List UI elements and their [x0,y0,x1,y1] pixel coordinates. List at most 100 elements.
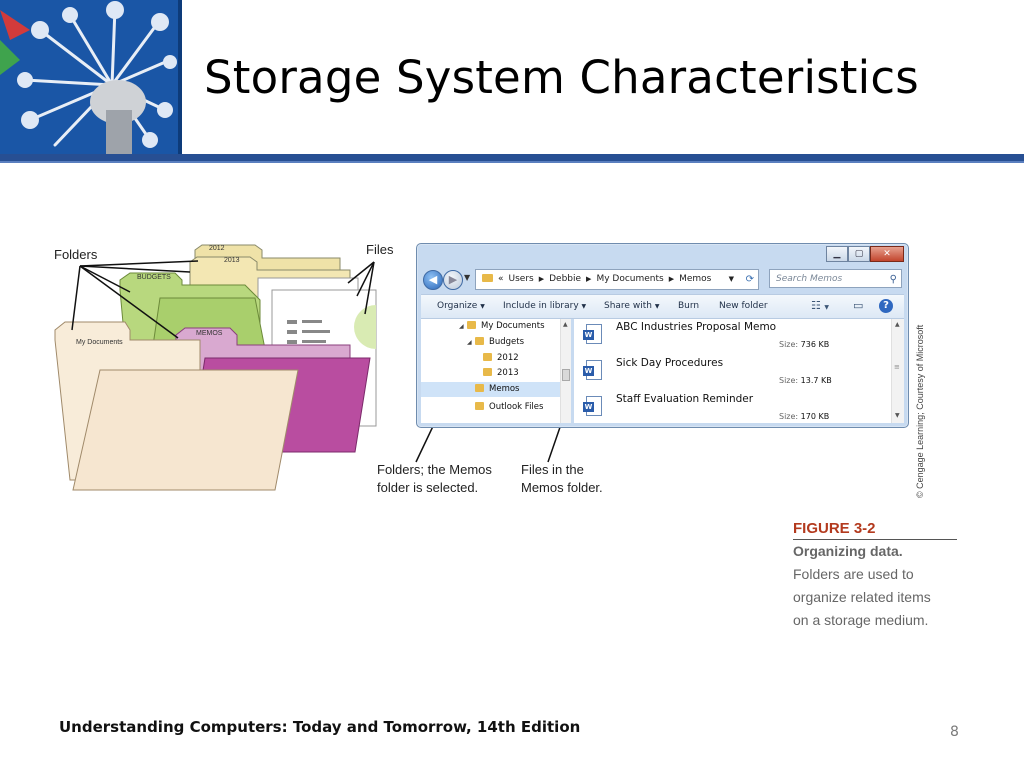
word-document-icon: W [583,360,602,380]
organize-button[interactable]: Organize ▼ [437,295,485,318]
view-options-icon[interactable]: ☷ ▼ [811,299,829,312]
help-icon[interactable]: ? [879,299,893,313]
callout-line: Files in the [521,462,584,477]
dropdown-arrow-icon: ▼ [581,303,587,310]
include-in-library-button[interactable]: Include in library ▼ [503,295,586,318]
file-row[interactable]: W ABC Industries Proposal Memo Size: 736… [574,321,884,355]
chevron-right-icon[interactable]: ▶ [586,275,592,283]
folders-callout: Folders; the Memos folder is selected. [377,461,492,497]
folder-icon [483,353,492,361]
address-dropdown-icon[interactable]: ▼ [728,275,734,283]
figure-number: FIGURE 3-2 [793,520,876,537]
file-name: Sick Day Procedures [616,357,724,369]
forward-arrow-icon[interactable]: ▶ [443,270,463,290]
tree-label: My Documents [481,321,545,331]
share-with-button[interactable]: Share with ▼ [604,295,659,318]
tree-item-memos[interactable]: Memos [475,382,519,396]
file-list: W ABC Industries Proposal Memo Size: 736… [574,319,904,423]
image-credit: © Cengage Learning; Courtesy of Microsof… [915,324,925,498]
breadcrumb-debbie[interactable]: Debbie [549,274,582,284]
scrollbar-thumb[interactable] [562,369,570,381]
breadcrumb-users[interactable]: Users [508,274,534,284]
file-row[interactable]: W Sick Day Procedures Size: 13.7 KB [574,357,884,391]
breadcrumb-my-documents[interactable]: My Documents [596,274,664,284]
share-label: Share with [604,301,652,311]
address-bar[interactable]: « Users ▶ Debbie ▶ My Documents ▶ Memos ▼ ⟳ [475,269,759,290]
folders-label: Folders [54,247,98,262]
tree-selection-highlight [421,382,562,397]
files-label: Files [366,242,394,257]
preview-pane-icon[interactable]: ▭ [853,299,864,312]
callout-line: Memos folder. [521,480,603,495]
tree-label: Outlook Files [489,402,544,412]
back-arrow-icon[interactable]: ◀ [423,270,443,290]
dropdown-arrow-icon: ▼ [480,303,485,310]
size-label: Size: [779,340,799,349]
tree-item-my-documents[interactable]: ◢ My Documents [459,319,545,334]
explorer-window: ▁ ▢ ✕ ◀ ▶ ▼ « Users ▶ Debbie ▶ My Documents ▶ M… [416,243,909,428]
tree-label: Budgets [489,337,525,347]
maximize-button[interactable]: ▢ [848,246,870,262]
window-caption-buttons: ▁ ▢ ✕ [826,246,904,262]
file-row[interactable]: W Staff Evaluation Reminder Size: 170 KB [574,393,884,427]
size-value: 170 KB [800,412,830,421]
files-callout: Files in the Memos folder. [521,461,603,497]
folder-tab-budgets: BUDGETS [137,274,171,281]
breadcrumb-memos[interactable]: Memos [679,274,712,284]
slide-title: Storage System Characteristics [204,51,919,104]
refresh-icon[interactable]: ⟳ [745,274,754,285]
page-number: 8 [950,724,959,740]
expand-triangle-icon[interactable]: ◢ [459,323,464,330]
chevron-right-icon[interactable]: ▶ [668,275,675,283]
dropdown-arrow-icon: ▼ [654,303,660,310]
recent-pages-dropdown-icon[interactable]: ▼ [464,273,471,282]
chevron-right-icon[interactable]: ▶ [538,275,545,283]
folder-tab-2012: 2012 [209,245,225,252]
figure-heading: Organizing data. [793,543,903,559]
title-divider-accent [0,161,1024,163]
file-size: Size: 170 KB [779,412,829,421]
minimize-button[interactable]: ▁ [826,246,848,262]
size-value: 13.7 KB [800,376,832,385]
size-label: Size: [779,412,799,421]
scroll-up-icon[interactable]: ▲ [895,321,900,328]
navigation-scrollbar[interactable]: ▲ [560,319,571,423]
new-folder-button[interactable]: New folder [719,301,768,311]
folder-icon [475,402,484,410]
scroll-up-icon[interactable]: ▲ [563,321,568,328]
file-size: Size: 13.7 KB [779,376,832,385]
file-name: ABC Industries Proposal Memo [616,321,777,333]
size-label: Size: [779,376,799,385]
burn-button[interactable]: Burn [678,301,700,311]
size-value: 736 KB [800,340,830,349]
folder-icon [475,337,484,345]
file-size: Size: 736 KB [779,340,829,349]
tree-label: 2012 [497,353,519,363]
word-document-icon: W [583,396,602,416]
tree-label: 2013 [497,368,519,378]
tree-label: Memos [489,384,520,394]
scrollbar-grip-icon[interactable]: ≡ [894,363,900,371]
folder-tab-my-documents: My Documents [76,339,123,346]
search-icon: ⚲ [889,274,897,285]
close-button[interactable]: ✕ [870,246,904,262]
figure-caption-line: Folders are used to [793,566,914,582]
slide-footer: Understanding Computers: Today and Tomor… [59,718,581,736]
breadcrumb-overflow[interactable]: « [498,274,504,284]
figure-rule [793,539,957,540]
organize-label: Organize [437,301,478,311]
callout-line: Folders; the Memos [377,462,492,477]
file-list-scrollbar[interactable]: ▲ ≡ ▼ [891,319,904,423]
scroll-down-icon[interactable]: ▼ [895,412,900,419]
include-label: Include in library [503,301,579,311]
tree-item-2012[interactable]: 2012 [483,351,519,365]
expand-triangle-icon[interactable]: ◢ [467,339,472,346]
figure-caption-line: organize related items [793,589,931,605]
tree-item-budgets[interactable]: ◢ Budgets [467,335,524,350]
tree-item-outlook-files[interactable]: Outlook Files [475,400,543,414]
search-input[interactable]: Search Memos ⚲ [769,269,902,288]
tree-item-2013[interactable]: 2013 [483,366,519,380]
dandelion-logo [0,0,182,157]
navigation-pane: ◢ My Documents ◢ Budgets 2012 2013 Memos O… [421,319,571,423]
